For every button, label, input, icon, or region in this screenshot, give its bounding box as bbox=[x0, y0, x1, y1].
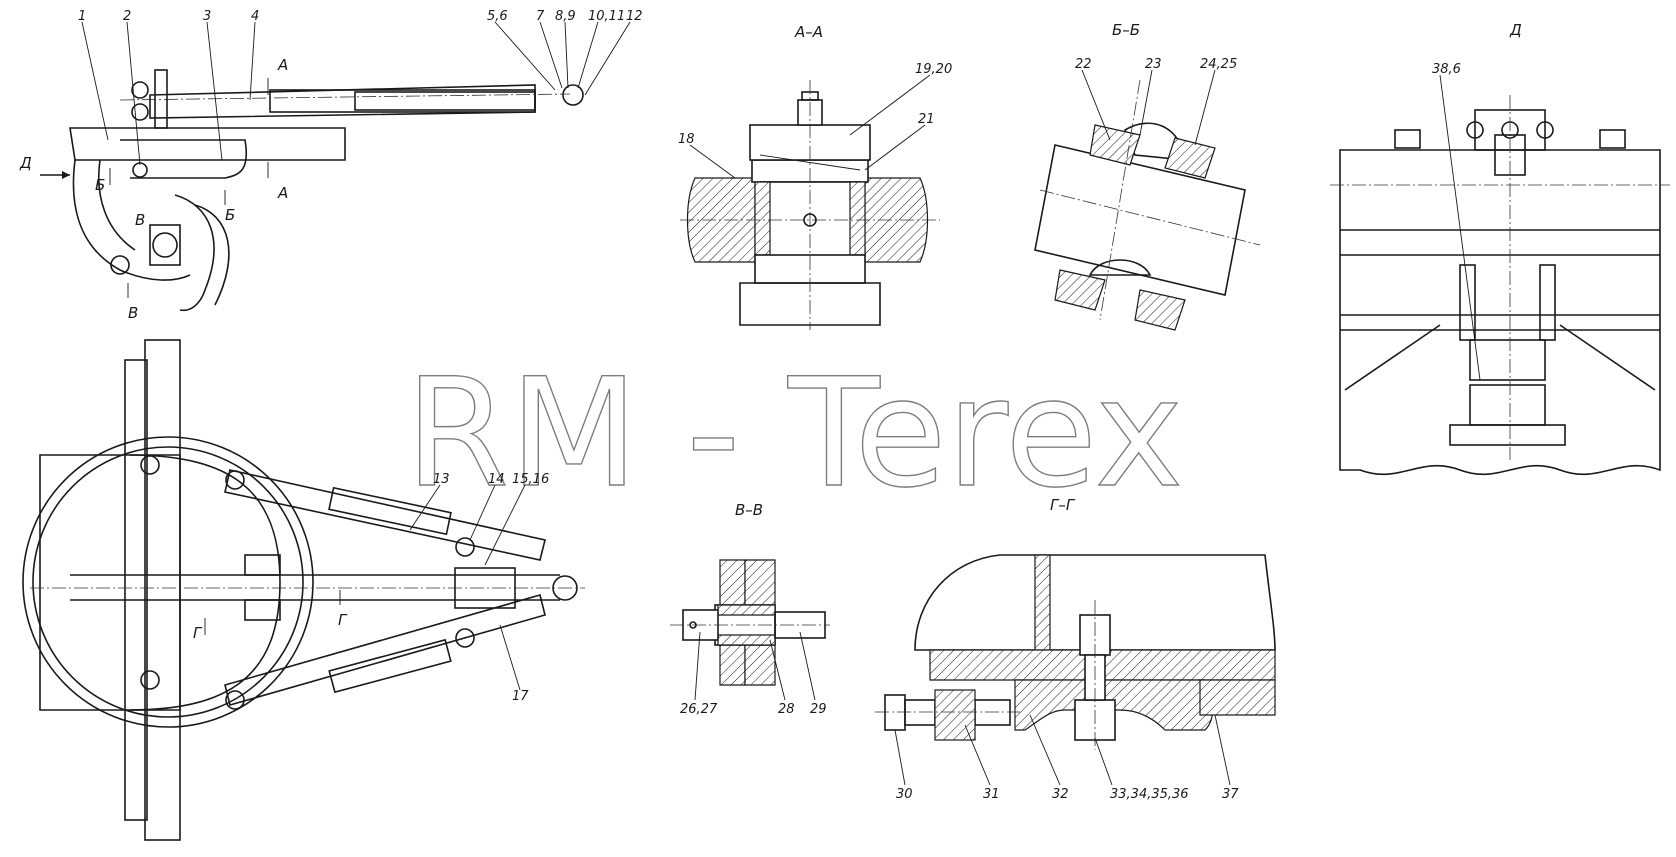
cut-mark-b-left: Б bbox=[95, 176, 105, 194]
section-aa bbox=[680, 80, 940, 330]
view-arrow-d: Д bbox=[19, 154, 32, 172]
callout-12: 12 bbox=[626, 9, 643, 24]
callout-13: 13 bbox=[433, 472, 450, 487]
callout-2: 2 bbox=[123, 9, 131, 24]
callout-37: 37 bbox=[1222, 787, 1239, 802]
cut-mark-a-top: А bbox=[277, 56, 288, 74]
cut-mark-v-bottom: В bbox=[128, 304, 138, 322]
cut-mark-v-top: В bbox=[135, 211, 145, 229]
section-title-bb: Б–Б bbox=[1112, 21, 1140, 39]
cut-mark-g-left: Г bbox=[193, 624, 203, 642]
callout-15-16: 15,16 bbox=[512, 472, 549, 487]
callout-26-27: 26,27 bbox=[680, 702, 718, 717]
watermark: RM - Terex bbox=[405, 347, 1183, 521]
callout-22: 22 bbox=[1075, 57, 1092, 72]
callout-32: 32 bbox=[1052, 787, 1069, 802]
view-d bbox=[1330, 95, 1670, 476]
callout-19-20: 19,20 bbox=[915, 62, 952, 77]
callout-8-9: 8,9 bbox=[555, 9, 576, 24]
callout-4: 4 bbox=[251, 9, 259, 24]
callout-30: 30 bbox=[896, 787, 913, 802]
callout-33-36: 33,34,35,36 bbox=[1110, 787, 1189, 802]
cut-mark-a-bottom: А bbox=[277, 184, 288, 202]
callout-leaders bbox=[81, 21, 1481, 786]
callout-14: 14 bbox=[488, 472, 505, 487]
callout-7: 7 bbox=[536, 9, 545, 24]
side-view bbox=[40, 69, 584, 312]
callout-10-11: 10,11 bbox=[588, 9, 625, 24]
callout-5-6: 5,6 bbox=[487, 9, 508, 24]
callout-29: 29 bbox=[810, 702, 827, 717]
section-vv bbox=[670, 559, 830, 686]
callout-18: 18 bbox=[678, 132, 695, 147]
section-title-d: Д bbox=[1509, 21, 1522, 39]
section-gg bbox=[875, 554, 1276, 750]
callout-3: 3 bbox=[203, 9, 211, 24]
callout-21: 21 bbox=[918, 112, 935, 127]
callout-24-25: 24,25 bbox=[1200, 57, 1237, 72]
section-title-aa: А–А bbox=[794, 23, 823, 41]
callout-31: 31 bbox=[983, 787, 1000, 802]
callout-38-6: 38,6 bbox=[1432, 62, 1461, 77]
callout-28: 28 bbox=[778, 702, 795, 717]
plan-view bbox=[22, 339, 585, 841]
section-bb bbox=[1034, 79, 1261, 331]
section-title-vv: В–В bbox=[735, 501, 763, 519]
cut-mark-b-right: Б bbox=[225, 206, 235, 224]
callout-23: 23 bbox=[1145, 57, 1162, 72]
section-title-gg: Г–Г bbox=[1050, 496, 1076, 514]
cut-mark-g-right: Г bbox=[338, 611, 348, 629]
callout-17: 17 bbox=[512, 689, 529, 704]
callout-1: 1 bbox=[78, 9, 86, 24]
